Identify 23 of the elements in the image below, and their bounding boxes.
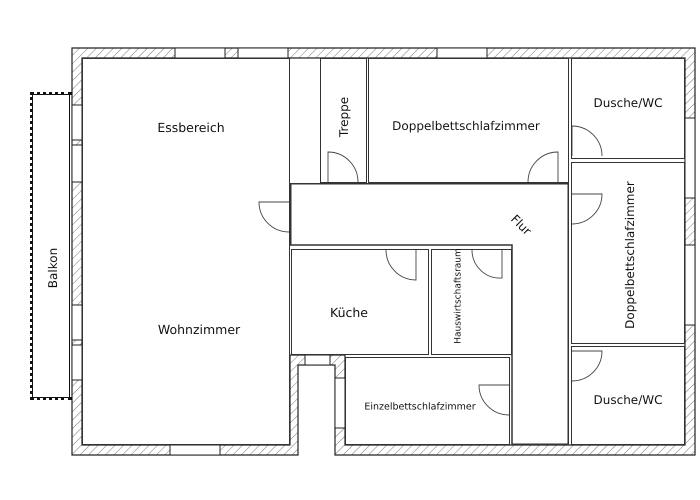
room-area xyxy=(368,58,569,183)
room-area xyxy=(571,58,685,159)
room-label: Doppelbettschlafzimmer xyxy=(624,181,636,329)
room-label: Essbereich xyxy=(157,122,225,134)
hallway-area xyxy=(290,183,569,445)
room-label: Küche xyxy=(330,306,368,320)
room-label: Dusche/WC xyxy=(594,394,662,406)
room-area xyxy=(431,249,512,355)
room-area xyxy=(82,58,290,445)
room-label: Hauswirtschaftsraum xyxy=(454,248,464,344)
room-area xyxy=(571,346,685,445)
room-label: Dusche/WC xyxy=(594,97,662,109)
room-area xyxy=(345,357,510,445)
room-label: Doppelbettschlafzimmer xyxy=(392,120,540,132)
room-label: Wohnzimmer xyxy=(158,324,240,336)
balcony-area xyxy=(30,92,72,400)
room-area xyxy=(571,162,685,344)
room-label: Flur xyxy=(508,212,534,238)
room-label: Treppe xyxy=(338,96,350,138)
room-area xyxy=(320,58,367,183)
room-label: Balkon xyxy=(47,248,59,288)
room-area xyxy=(291,249,429,355)
room-label: Einzelbettschlafzimmer xyxy=(364,402,476,412)
